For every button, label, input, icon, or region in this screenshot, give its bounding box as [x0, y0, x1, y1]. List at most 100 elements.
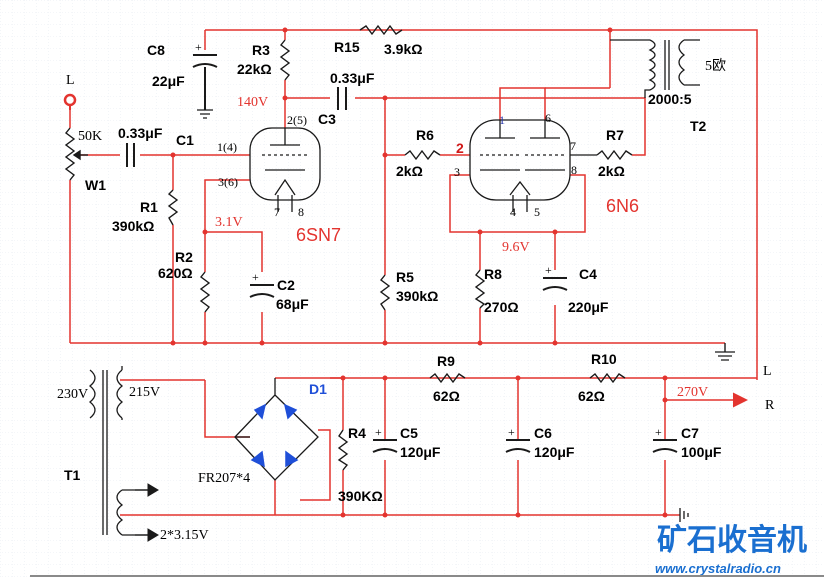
c8-label: C8: [147, 42, 165, 58]
r8-value-label: 270Ω: [484, 299, 519, 315]
r15-value-label: 3.9kΩ: [384, 41, 422, 57]
resistor-r2-icon: [199, 271, 211, 313]
r8-label: R8: [484, 266, 502, 282]
resistor-r1-icon: [167, 189, 179, 226]
c2-label: C2: [277, 277, 295, 293]
w1-value-label: 50K: [78, 129, 102, 144]
c1-label: C1: [176, 132, 194, 148]
t1-heater-label: 2*3.15V: [160, 528, 209, 543]
svg-text:+: +: [655, 425, 662, 439]
c2-value-label: 68μF: [276, 296, 309, 312]
capacitor-c3-icon: [337, 87, 347, 110]
watermark-logo: 矿石收音机: [657, 523, 807, 557]
r2-value-label: 620Ω: [158, 265, 193, 281]
c8-value-label: 22μF: [152, 73, 185, 89]
r10-label: R10: [591, 351, 617, 367]
c6-label: C6: [534, 425, 552, 441]
v2-pin-2: 2: [456, 140, 464, 156]
v96-label: 9.6V: [502, 240, 530, 255]
v2-tube-label: 6N6: [606, 196, 639, 216]
c6-value-label: 120μF: [534, 444, 575, 460]
r1-label: R1: [140, 199, 158, 215]
c3-value-label: 0.33μF: [330, 70, 375, 86]
v1-pin-heater-b: 8: [298, 205, 304, 219]
transformer-t2-icon: [610, 39, 700, 98]
v1-tube-label: 6SN7: [296, 225, 341, 245]
r1-value-label: 390kΩ: [112, 218, 154, 234]
capacitor-c8-icon: +: [192, 40, 218, 119]
r10-value-label: 62Ω: [578, 388, 605, 404]
r3-value-label: 22kΩ: [237, 61, 272, 77]
v2-pin-5: 5: [534, 205, 540, 219]
t2-ratio-label: 2000:5: [648, 91, 692, 107]
v1-pin-grid: 1(4): [217, 140, 237, 154]
chassis-ground-icon: [679, 508, 689, 522]
v2-pin-7: 7: [570, 139, 576, 153]
r6-value-label: 2kΩ: [396, 163, 423, 179]
svg-text:+: +: [375, 425, 382, 439]
tube-6sn7-icon: [249, 127, 321, 212]
potentiometer-w1-icon: [64, 127, 88, 181]
resistor-r8-icon: [474, 269, 486, 309]
r7-value-label: 2kΩ: [598, 163, 625, 179]
r3-label: R3: [252, 42, 270, 58]
v1-pin-heater-a: 7: [274, 205, 280, 219]
svg-text:+: +: [508, 425, 515, 439]
c4-label: C4: [579, 266, 597, 282]
output-r-label: R: [765, 398, 775, 413]
capacitor-c4-icon: +: [542, 263, 568, 291]
resistor-r5-icon: [379, 274, 391, 311]
r6-label: R6: [416, 127, 434, 143]
r9-label: R9: [437, 353, 455, 369]
watermark-url: www.crystalradio.cn: [655, 561, 781, 576]
output-l-label: L: [763, 364, 772, 379]
c5-value-label: 120μF: [400, 444, 441, 460]
c1-value-label: 0.33μF: [118, 125, 163, 141]
w1-label: W1: [85, 177, 106, 193]
r4-label: R4: [348, 425, 366, 441]
t2-label: T2: [690, 118, 707, 134]
v2-pin-1: 1: [499, 113, 505, 127]
t1-primary-label: 230V: [57, 387, 88, 402]
c4-value-label: 220μF: [568, 299, 609, 315]
r4-value-label: 390KΩ: [338, 488, 383, 504]
t1-secondary-label: 215V: [129, 385, 160, 400]
capacitor-c5-icon: +: [372, 425, 398, 453]
resistor-r10-icon: [589, 372, 626, 384]
d1-label: D1: [309, 381, 327, 397]
capacitor-c2-icon: +: [249, 270, 275, 298]
r9-value-label: 62Ω: [433, 388, 460, 404]
capacitor-c1-icon: [126, 143, 135, 167]
v2-pin-3: 3: [454, 165, 460, 179]
t2-output-label: 5欧: [705, 58, 726, 74]
r15-label: R15: [334, 39, 360, 55]
input-jack-icon: [63, 93, 77, 110]
v2-pin-6: 6: [545, 111, 551, 125]
d1-part-label: FR207*4: [198, 471, 250, 486]
r7-label: R7: [606, 127, 624, 143]
c5-label: C5: [400, 425, 418, 441]
resistor-r3-icon: [279, 39, 291, 81]
diode-icons: [250, 403, 299, 468]
c3-label: C3: [318, 111, 336, 127]
capacitor-c7-icon: +: [652, 425, 678, 453]
resistor-r15-icon: [359, 24, 403, 36]
svg-text:+: +: [252, 270, 259, 284]
heater-arrow-icons: [135, 483, 159, 542]
ground-icon: [715, 351, 735, 361]
v31-label: 3.1V: [215, 215, 243, 230]
t1-label: T1: [64, 467, 81, 483]
resistor-r4-icon: [337, 429, 349, 471]
v1-pin-cathode: 3(6): [218, 175, 238, 189]
resistor-r9-icon: [429, 372, 466, 384]
v140-label: 140V: [237, 95, 268, 110]
resistor-r7-icon: [596, 149, 633, 161]
c7-value-label: 100μF: [681, 444, 722, 460]
capacitor-c6-icon: +: [505, 425, 531, 453]
tube-6n6-icon: [469, 119, 597, 212]
input-l-label: L: [66, 73, 75, 88]
v2-pin-8: 8: [571, 163, 577, 177]
